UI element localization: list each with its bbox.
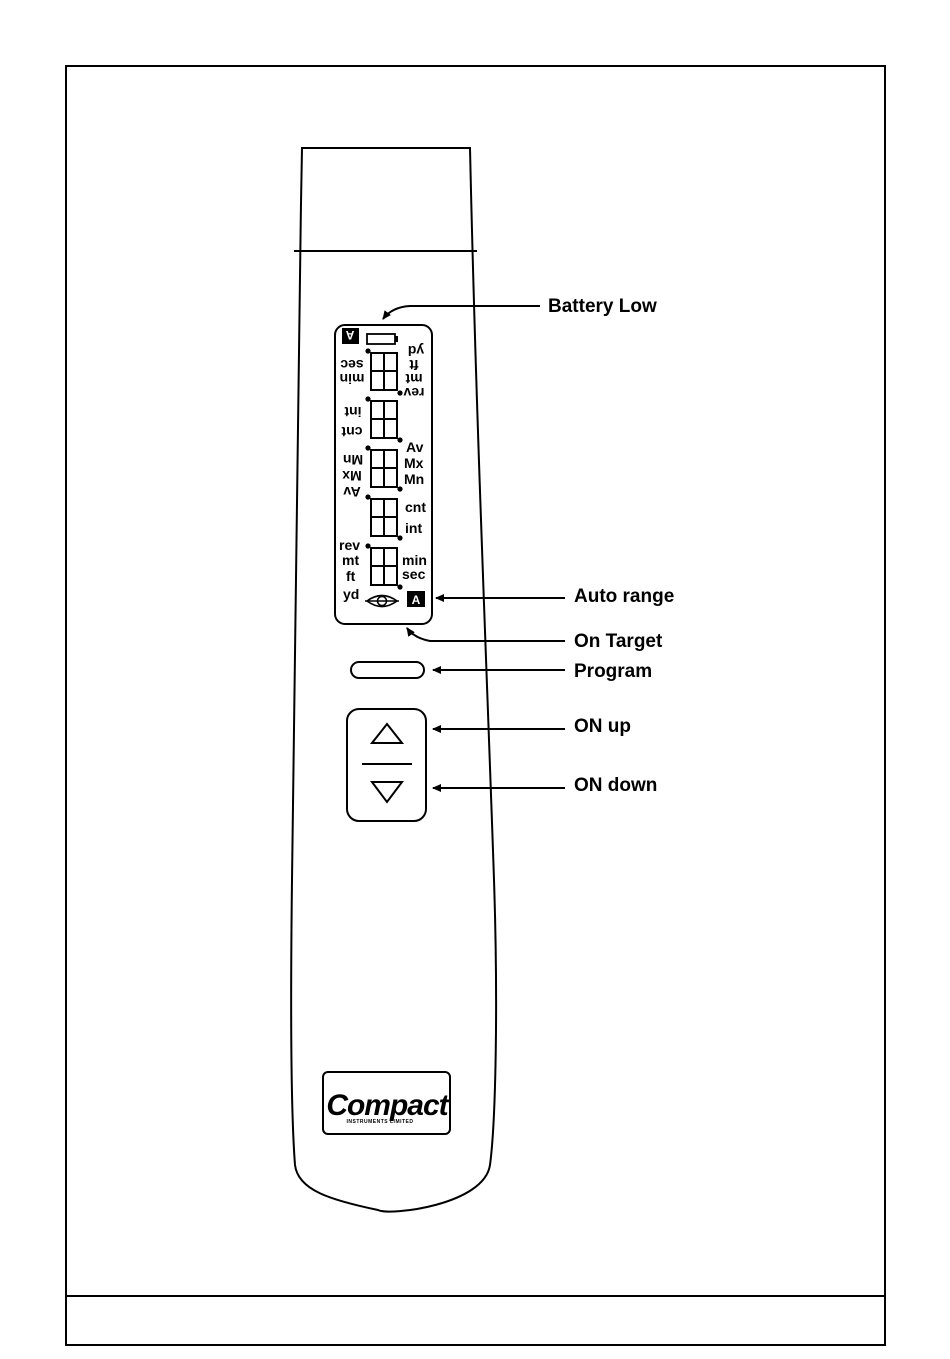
inv-ft: ft <box>409 357 419 373</box>
auto-range-label: Auto range <box>574 586 674 607</box>
brand-logo: Compact INSTRUMENTS LIMITED <box>323 1072 451 1134</box>
inverted-unit-labels-right: yd ft mt rev <box>403 343 424 401</box>
battery-low-label: Battery Low <box>548 296 657 317</box>
up-av: Av <box>406 439 424 455</box>
battery-low-leader <box>383 306 540 319</box>
up-ft: ft <box>346 568 356 584</box>
eye-icon <box>365 596 399 607</box>
on-target-label: On Target <box>574 631 663 652</box>
program-button[interactable] <box>351 662 424 678</box>
on-down-label: ON down <box>574 775 657 796</box>
brand-name: Compact <box>326 1089 450 1122</box>
digit-boxes <box>371 353 397 585</box>
up-int: int <box>405 520 422 536</box>
upright-unit-labels-right: Av Mx Mn cnt int min sec <box>402 439 427 582</box>
inv-cnt: cnt <box>341 424 362 440</box>
up-sec: sec <box>402 566 426 582</box>
inv-rev: rev <box>403 385 424 401</box>
page-frame <box>66 66 885 1345</box>
up-arrow-icon[interactable] <box>372 724 402 743</box>
inv-int: int <box>344 404 361 420</box>
up-mx: Mx <box>404 455 424 471</box>
inv-av: Av <box>343 484 361 500</box>
inv-sec: sec <box>340 357 364 373</box>
lcd-display: A yd ft mt rev <box>335 325 432 624</box>
up-rev: rev <box>339 537 360 553</box>
updown-keypad <box>347 709 426 821</box>
inv-yd: yd <box>408 343 424 359</box>
up-yd: yd <box>343 586 359 602</box>
battery-low-segment <box>367 334 395 344</box>
inv-mx: Mx <box>342 468 362 484</box>
up-mt: mt <box>342 552 359 568</box>
inv-min: min <box>340 371 365 387</box>
inv-mt: mt <box>405 371 422 387</box>
on-up-label: ON up <box>574 716 631 737</box>
down-arrow-icon[interactable] <box>372 782 402 802</box>
up-cnt: cnt <box>405 499 426 515</box>
inverted-unit-labels-left: sec min int cnt Mn Mx Av <box>340 357 365 500</box>
inv-mn: Mn <box>343 452 363 468</box>
svg-text:A: A <box>345 328 354 342</box>
brand-subtitle: INSTRUMENTS LIMITED <box>347 1119 414 1125</box>
up-mn: Mn <box>404 471 424 487</box>
program-label: Program <box>574 661 652 682</box>
device-body <box>291 148 496 1212</box>
upright-unit-labels-left: rev mt ft yd <box>339 537 360 602</box>
auto-badge-inverted: A <box>342 328 359 344</box>
svg-text:A: A <box>412 593 421 607</box>
callout-labels: Battery Low Auto range On Target Program… <box>548 296 674 796</box>
